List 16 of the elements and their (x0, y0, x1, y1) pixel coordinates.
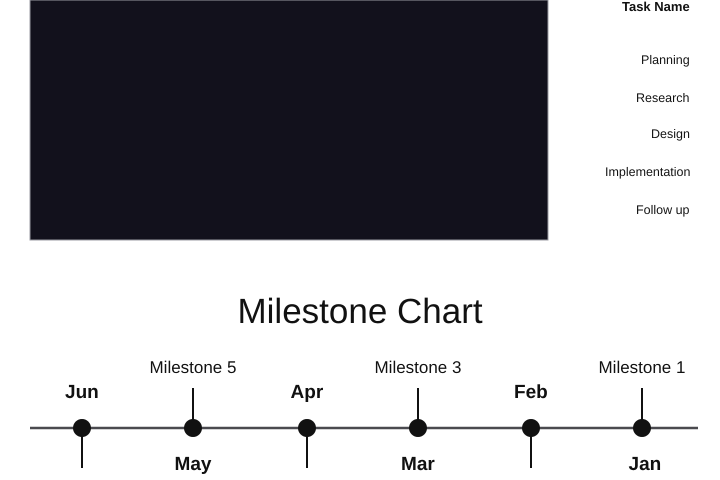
task-name: Follow up (636, 203, 690, 218)
milestone-label: Milestone 1 (598, 358, 686, 378)
month-label: Apr (290, 382, 324, 404)
month-label: May (174, 454, 212, 476)
month-label: Feb (514, 382, 548, 404)
month-label: Jan (628, 454, 662, 476)
milestone-label: Milestone 3 (374, 358, 462, 378)
task-name: Design (651, 127, 690, 142)
milestone-label: Milestone 5 (150, 358, 236, 378)
task-name: Planning (641, 53, 690, 68)
task-name: Research (636, 91, 690, 106)
month-label: Jun (65, 382, 99, 404)
task-name: Implementation (605, 165, 690, 180)
column-header: Task Name (622, 0, 690, 15)
chart-title: Milestone Chart (238, 292, 483, 332)
month-label: Mar (401, 454, 435, 476)
